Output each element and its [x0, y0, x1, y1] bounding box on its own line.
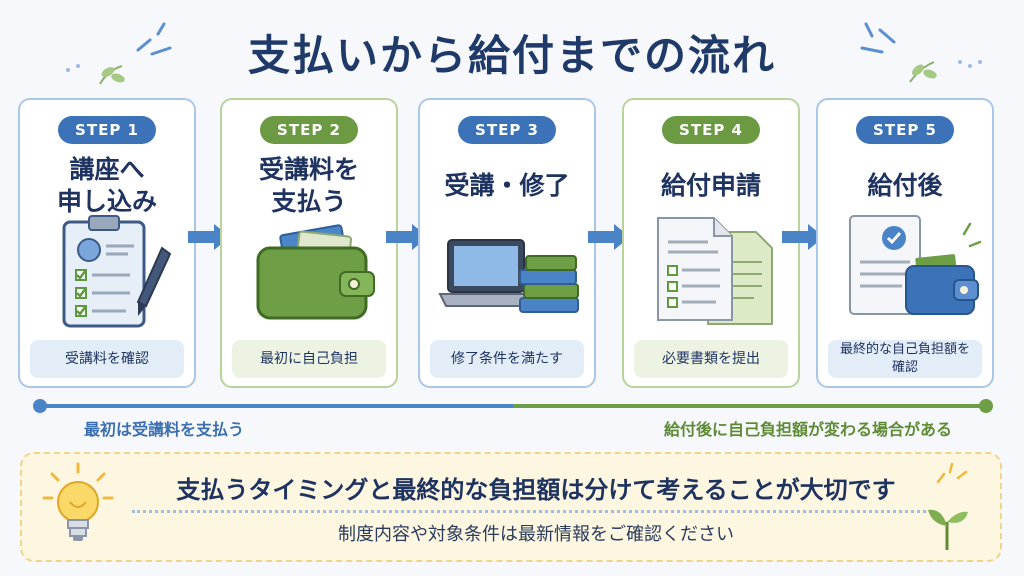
sparkle-lines-left-icon — [136, 22, 172, 56]
step-badge: STEP 1 — [58, 116, 156, 144]
note-divider — [132, 510, 932, 513]
step-caption-line: 最終的な自己負担額を — [839, 342, 970, 357]
wallet-icon — [256, 224, 375, 320]
step-caption: 受講料を確認 — [30, 340, 184, 378]
step-title-line: 申し込み — [56, 187, 157, 216]
timeline-left-label: 最初は受講料を支払う — [84, 420, 245, 439]
step-title: 受講・修了 — [444, 171, 570, 200]
step-title: 給付申請 — [660, 171, 761, 200]
step-4-card: STEP 4 給付申請 必要書類を提出 — [622, 98, 800, 388]
page-title: 支払いから給付までの流れ — [247, 31, 776, 80]
timeline-right-label: 給付後に自己負担額が変わる場合がある — [663, 420, 952, 439]
step-title-line: 支払う — [271, 187, 347, 216]
arrow-right-icon — [782, 224, 824, 250]
sprout-icon — [928, 509, 968, 550]
step-5-card: STEP 5 給付後 最終的な自己負担額を 確認 — [816, 98, 994, 388]
step-badge: STEP 4 — [662, 116, 760, 144]
note-main-text: 支払うタイミングと最終的な負担額は分けて考えることが大切です — [176, 476, 896, 504]
document-wallet-icon — [849, 215, 982, 315]
documents-icon — [657, 217, 773, 325]
timeline-bar — [33, 399, 993, 413]
sprout-left-icon — [66, 64, 125, 85]
step-title-line: 講座へ — [69, 155, 145, 184]
step-badge: STEP 2 — [260, 116, 358, 144]
step-caption: 最終的な自己負担額を 確認 — [828, 340, 982, 378]
step-caption-line: 確認 — [891, 360, 918, 375]
step-caption: 必要書類を提出 — [634, 340, 788, 378]
arrow-right-icon — [188, 224, 230, 250]
step-title-line: 受講料を — [258, 155, 359, 184]
step-1-card: STEP 1 講座へ 申し込み 受講料を確認 — [18, 98, 196, 388]
step-caption: 修了条件を満たす — [430, 340, 584, 378]
step-caption: 最初に自己負担 — [232, 340, 386, 378]
arrow-right-icon — [386, 224, 428, 250]
step-title: 受講料を 支払う — [222, 154, 396, 218]
clipboard-checklist-icon — [62, 215, 172, 328]
step-title: 講座へ 申し込み — [20, 154, 194, 218]
step-3-card: STEP 3 受講・修了 修了条件を満たす — [418, 98, 596, 388]
sparkle-lines-right-icon — [860, 22, 896, 54]
step-2-card: STEP 2 受講料を 支払う 最初に自己負担 — [220, 98, 398, 388]
step-badge: STEP 3 — [458, 116, 556, 144]
arrow-right-icon — [588, 224, 630, 250]
step-badge: STEP 5 — [856, 116, 954, 144]
laptop-books-icon — [438, 239, 579, 313]
note-box: 支払うタイミングと最終的な負担額は分けて考えることが大切です 制度内容や対象条件… — [20, 452, 1002, 562]
lightbulb-icon — [42, 462, 114, 541]
note-sub-text: 制度内容や対象条件は最新情報をご確認ください — [338, 524, 734, 545]
step-title: 給付後 — [867, 171, 943, 200]
sprout-right-icon — [909, 60, 982, 83]
sparkle-lines-icon — [936, 462, 968, 484]
